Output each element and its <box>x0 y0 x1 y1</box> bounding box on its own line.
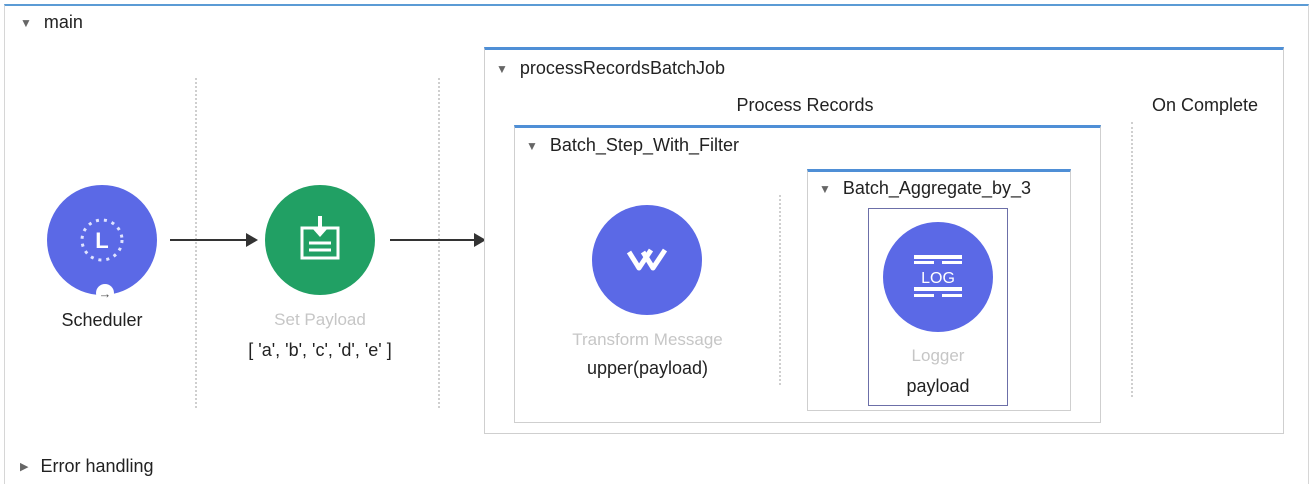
log-icon: LOG <box>914 255 962 297</box>
clock-icon: L <box>80 218 124 262</box>
source-arrow-icon: → <box>96 284 114 302</box>
collapse-triangle-icon[interactable]: ▼ <box>819 181 831 196</box>
process-records-label: Process Records <box>736 95 874 115</box>
scheduler-label: Scheduler <box>61 310 143 330</box>
batch-aggregator-title: Batch_Aggregate_by_3 <box>842 178 1032 198</box>
collapse-triangle-icon[interactable]: ▼ <box>496 61 508 76</box>
expand-triangle-icon[interactable]: ▶ <box>20 461 29 473</box>
svg-text:L: L <box>95 228 108 253</box>
flow-canvas <box>4 4 1309 484</box>
arrowhead-icon <box>246 233 258 247</box>
collapse-triangle-icon[interactable]: ▼ <box>526 138 538 153</box>
dataweave-icon <box>626 248 668 271</box>
batch-job-title: processRecordsBatchJob <box>519 58 725 78</box>
set-payload-component[interactable] <box>265 185 375 295</box>
error-handling-label: Error handling <box>40 456 154 476</box>
set-payload-value: [ 'a', 'b', 'c', 'd', 'e' ] <box>248 340 392 360</box>
batch-step-header[interactable]: ▼ Batch_Step_With_Filter <box>526 135 739 156</box>
on-complete-separator <box>1131 122 1133 397</box>
log-icon-text: LOG <box>921 270 955 287</box>
set-payload-label: Set Payload <box>274 310 366 329</box>
main-flow-header[interactable]: ▼ main <box>20 12 83 33</box>
batch-step-title: Batch_Step_With_Filter <box>549 135 739 155</box>
flow-separator <box>438 78 440 408</box>
download-doc-icon <box>300 216 340 260</box>
main-flow-title: main <box>43 12 83 32</box>
transform-message-label: Transform Message <box>572 330 723 349</box>
collapse-triangle-icon[interactable]: ▼ <box>20 15 32 30</box>
logger-selection-box[interactable] <box>868 208 1008 406</box>
batch-aggregator-header[interactable]: ▼ Batch_Aggregate_by_3 <box>819 178 1031 199</box>
step-separator <box>779 195 781 385</box>
transform-message-value: upper(payload) <box>586 358 709 378</box>
transform-message-component[interactable] <box>592 205 702 315</box>
logger-value: payload <box>906 376 970 396</box>
logger-label: Logger <box>911 346 965 365</box>
batch-job-header[interactable]: ▼ processRecordsBatchJob <box>496 58 725 79</box>
logger-component[interactable]: LOG <box>883 222 993 332</box>
error-handling-header[interactable]: ▶ Error handling <box>20 456 154 477</box>
arrowhead-icon <box>474 233 486 247</box>
on-complete-label: On Complete <box>1151 95 1259 115</box>
scheduler-component[interactable]: L <box>47 185 157 295</box>
flow-separator <box>195 78 197 408</box>
flow-arrow <box>390 239 476 241</box>
flow-arrow <box>170 239 250 241</box>
